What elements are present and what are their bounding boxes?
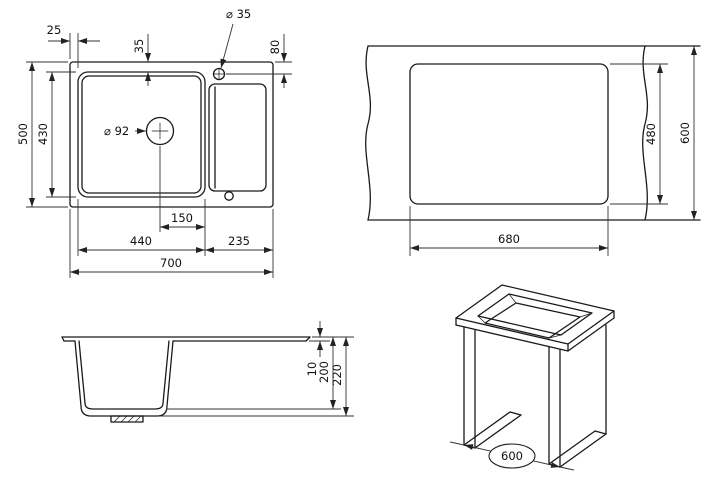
dim-10: 10	[305, 362, 319, 377]
dim-480: 480	[644, 123, 658, 145]
wing-hole	[224, 191, 234, 201]
dim-25: 25	[47, 23, 62, 37]
top-view-dimensions: 25 35 ⌀ 35 80 500 430 ⌀ 92 150 44	[16, 7, 292, 278]
dim-680: 680	[498, 232, 520, 246]
bowl-inner-line	[81, 75, 202, 194]
drain-hole	[145, 116, 175, 146]
dim-200: 200	[317, 361, 331, 383]
drain-flange-hatch	[113, 415, 142, 423]
dim-220: 220	[330, 364, 344, 386]
cutout-dimensions: 480 600 680	[409, 46, 697, 256]
dim-700: 700	[160, 256, 182, 270]
dim-500: 500	[16, 123, 30, 145]
bowl-outline	[77, 71, 206, 198]
section-dimensions: 10 200 220	[160, 321, 354, 417]
bowl-inner-wall	[78, 340, 170, 410]
cutout-view-outline	[365, 45, 701, 221]
dim-440: 440	[130, 234, 152, 248]
cabinet-dimension: 600	[449, 441, 575, 471]
section-view-outline	[61, 336, 311, 423]
dim-430: 430	[36, 123, 50, 145]
dim-600-bubble	[488, 443, 536, 469]
dim-80: 80	[268, 40, 282, 55]
dim-35: 35	[132, 39, 146, 54]
dim-dia35: ⌀ 35	[226, 7, 251, 21]
dim-150: 150	[171, 211, 193, 225]
bowl-opening	[477, 293, 593, 336]
cabinet-3d-view	[455, 284, 615, 468]
drainer-outline	[208, 83, 267, 192]
top-view-outline	[69, 61, 274, 208]
sink-outline	[69, 61, 274, 208]
bowl-outer-wall	[74, 340, 174, 417]
cutout-rect	[409, 63, 609, 205]
dim-235: 235	[228, 234, 250, 248]
break-line-left	[365, 45, 372, 221]
dim-cabinet-600: 600	[501, 449, 523, 463]
dim-600: 600	[678, 122, 692, 144]
dim-dia92: ⌀ 92	[104, 124, 129, 138]
break-line-right	[642, 45, 649, 221]
